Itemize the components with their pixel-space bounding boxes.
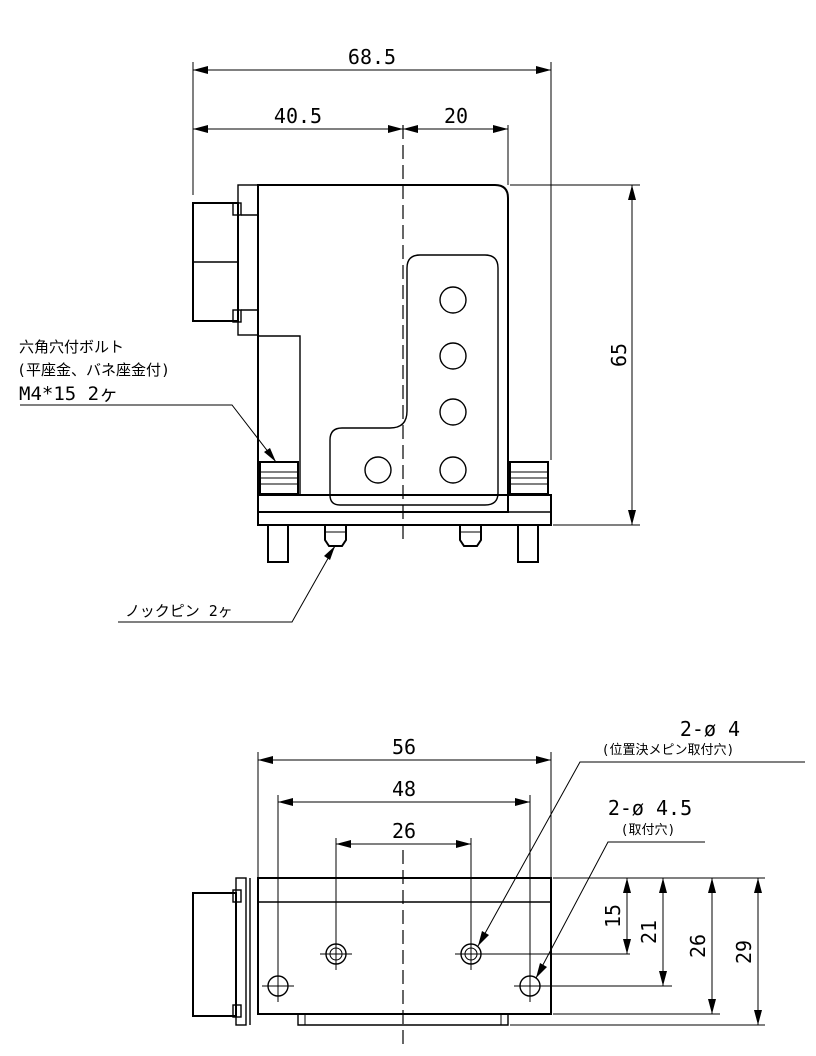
mount-hole-note-line1: 2-ø 4.5: [608, 796, 692, 820]
knock-pin-right: [459, 525, 482, 547]
dim-height-21: 21: [637, 920, 661, 944]
bolt-note-line2: (平座金、バネ座金付): [17, 361, 170, 379]
dim-width-56: 56: [392, 735, 416, 759]
pin-hole-note-line2: (位置決メピン取付穴): [602, 743, 735, 758]
dim-height-15: 15: [601, 904, 625, 928]
knock-pin-left: [324, 525, 347, 547]
stud-left: [267, 524, 289, 563]
window-hole: [439, 398, 467, 426]
window-hole: [364, 456, 392, 484]
pin-hole-leader: [477, 761, 805, 947]
bottom-connector: [192, 892, 237, 1017]
window-hole: [439, 286, 467, 314]
housing-outline: [257, 184, 509, 513]
dim-right-width: 20: [444, 104, 468, 128]
body-step: [258, 335, 301, 495]
bottom-base-plate: [257, 877, 552, 1015]
dim-height-29: 29: [732, 940, 756, 964]
base-plate: [257, 494, 552, 526]
bolt-leader: [20, 404, 277, 463]
stud-right: [517, 524, 539, 563]
front-view: 68.5 40.5 20 65 六角穴付ボルト (平座金、バネ座金付) M4*1…: [17, 45, 640, 623]
dim-overall-width: 68.5: [348, 45, 396, 69]
mount-hole-leader: [535, 841, 705, 979]
pin-hole-note-line1: 2-ø 4: [680, 717, 740, 741]
dim-height-26: 26: [686, 934, 710, 958]
dim-left-width: 40.5: [274, 104, 322, 128]
mount-hole-note-line2: (取付穴): [621, 823, 676, 838]
dim-width-48: 48: [392, 777, 416, 801]
connector-flange: [237, 184, 259, 336]
window-hole: [439, 456, 467, 484]
bottom-view: 56 48 26 15 21 26 29 2-ø 4 (位置決メピン取付穴): [192, 717, 805, 1045]
dim-width-26: 26: [392, 819, 416, 843]
window-hole: [439, 342, 467, 370]
bolt-note-line3: M4*15 2ヶ: [19, 383, 118, 405]
bolt-note-line1: 六角穴付ボルト: [19, 338, 124, 356]
bottom-foot: [297, 1014, 509, 1026]
dim-height: 65: [607, 343, 631, 367]
pin-note: ノックピン 2ヶ: [125, 602, 233, 620]
l-shaped-window: [329, 254, 499, 506]
pin-leader: [118, 545, 336, 623]
